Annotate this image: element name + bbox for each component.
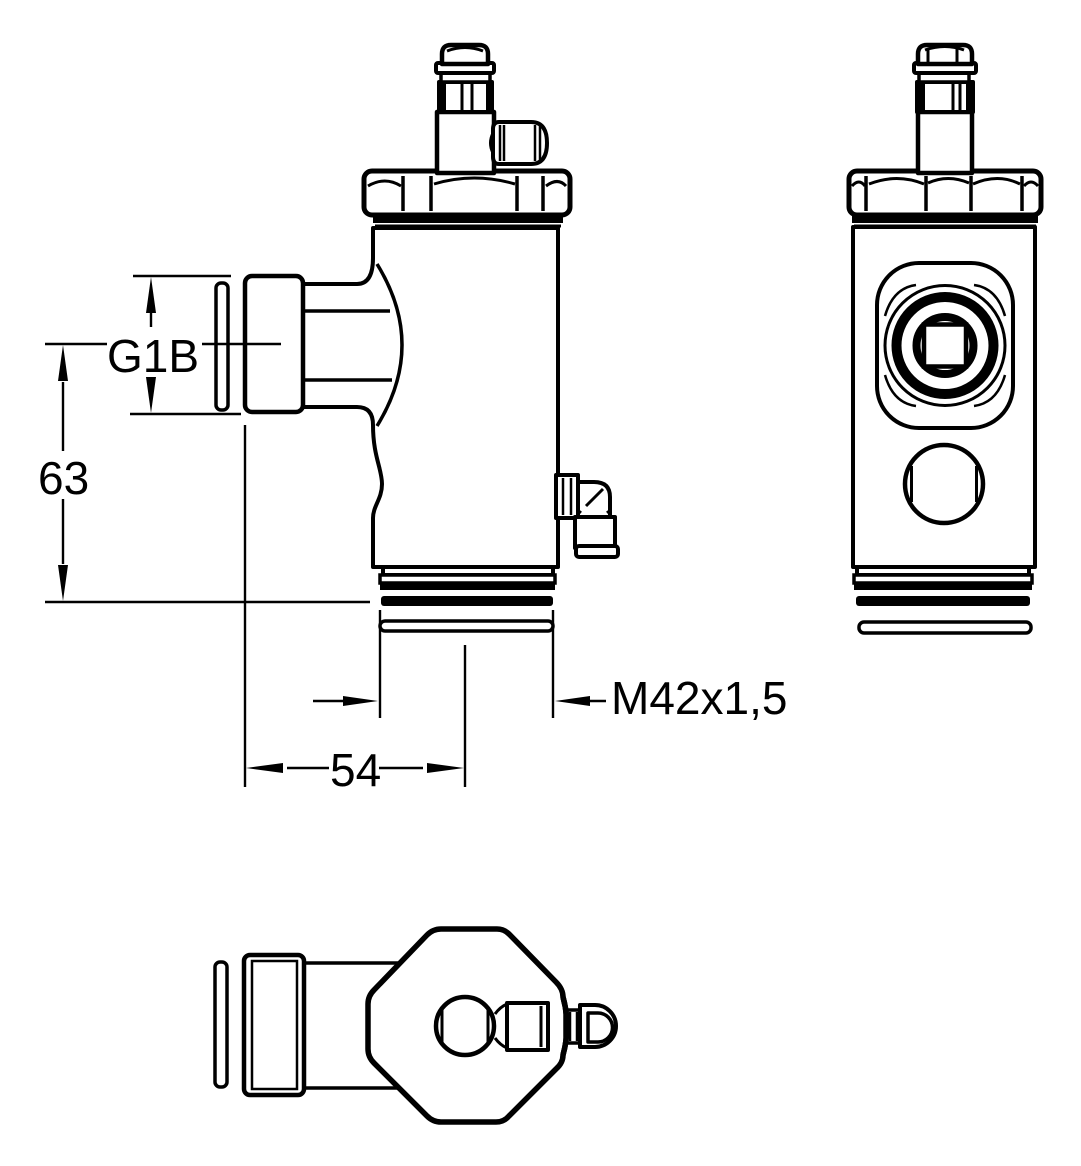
side-union-nut xyxy=(846,168,1044,228)
label-height: 63 xyxy=(38,452,89,504)
bottom-drain-fitting xyxy=(493,996,618,1056)
bottom-view xyxy=(213,926,618,1125)
bottom-gasket xyxy=(213,960,229,1089)
thread-end-strip xyxy=(378,619,555,633)
side-outlet-thread xyxy=(852,565,1034,635)
drain-valve xyxy=(554,473,620,559)
side-vent-screw xyxy=(912,42,978,176)
dimensions: G1B 63 54 M42x1 xyxy=(38,274,787,796)
neck-cone-arc xyxy=(375,263,404,427)
outlet-thread xyxy=(378,565,557,633)
dimension-outlet-thread: M42x1,5 xyxy=(313,610,787,724)
label-outlet-thread: M42x1,5 xyxy=(611,672,787,724)
vent-stem xyxy=(434,109,497,176)
barb-junction-arc xyxy=(489,132,495,154)
drain-hex-flange xyxy=(554,473,580,520)
label-width: 54 xyxy=(330,744,381,796)
front-view xyxy=(214,42,620,633)
drain-cap xyxy=(574,544,620,559)
square-drive-boss xyxy=(875,261,1015,430)
dimension-height: 63 xyxy=(38,345,370,604)
vent-screw xyxy=(434,42,549,176)
valve-body-outline xyxy=(301,226,560,569)
drain-loop-inner xyxy=(586,1011,615,1044)
vent-knurl xyxy=(437,80,494,114)
nut-flange-band xyxy=(373,215,563,223)
drain-tube xyxy=(573,515,617,550)
drain-elbow-slash xyxy=(584,487,605,508)
union-nut xyxy=(361,168,573,228)
bottom-collar xyxy=(241,952,307,1098)
dimension-inlet-thread: G1B xyxy=(45,274,281,416)
label-inlet-thread: G1B xyxy=(107,330,199,382)
inlet-gasket xyxy=(214,281,230,412)
square-drive xyxy=(921,322,969,369)
bottom-center-hole xyxy=(433,994,497,1058)
dimension-width: 54 xyxy=(243,425,467,796)
side-view xyxy=(846,42,1044,635)
side-port-hole xyxy=(902,442,986,526)
vent-hose-barb xyxy=(491,120,549,166)
